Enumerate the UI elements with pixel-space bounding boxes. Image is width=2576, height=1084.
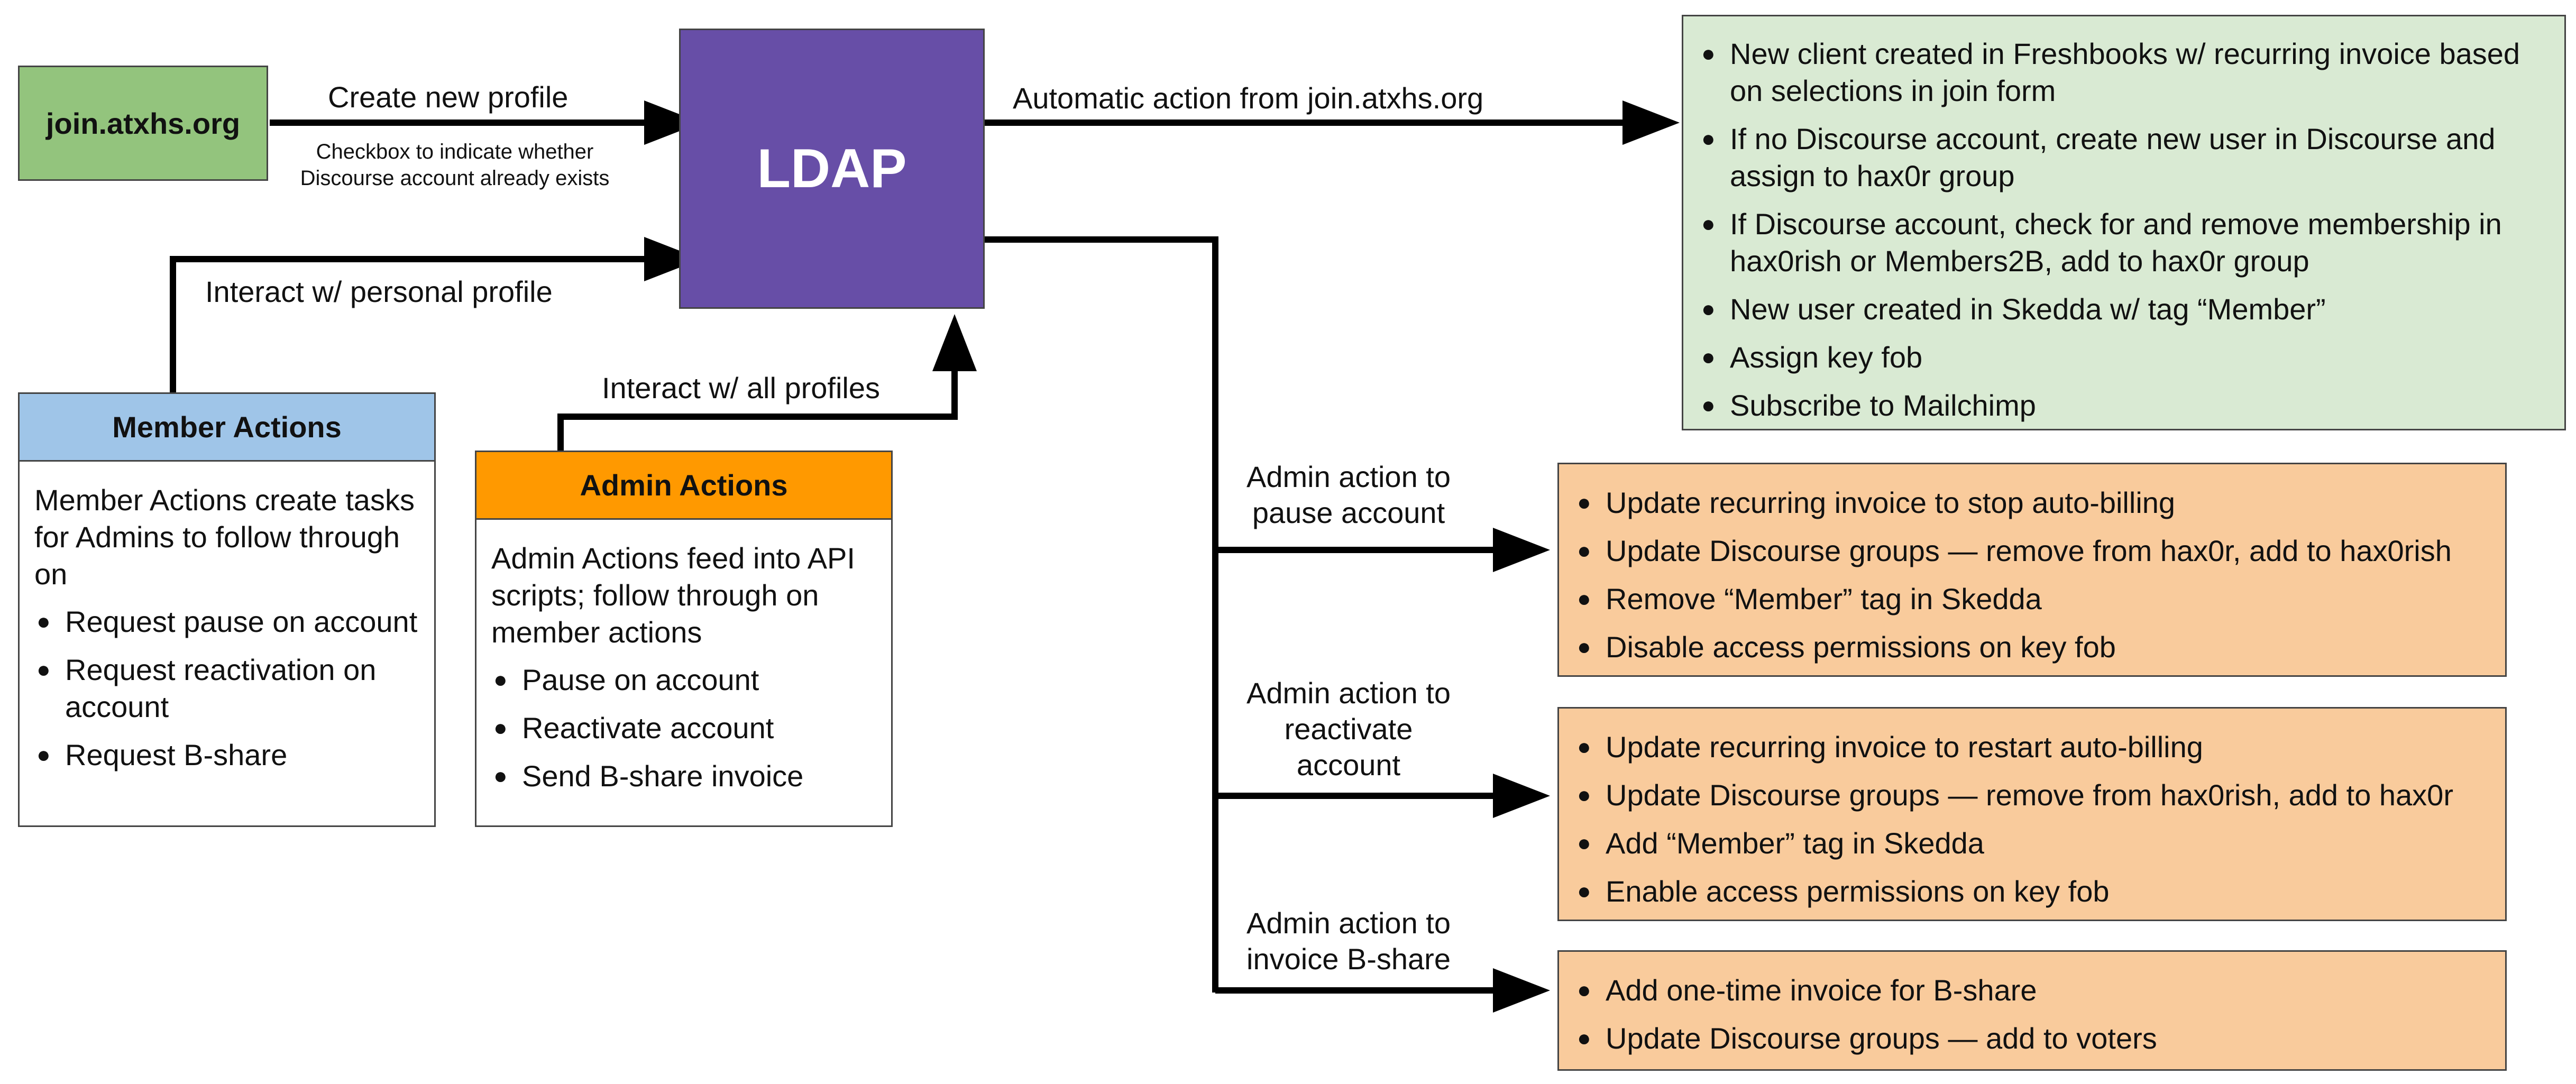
list-item: Add one-time invoice for B-share xyxy=(1575,972,2489,1009)
list-item: Update recurring invoice to restart auto… xyxy=(1575,729,2489,766)
list-item: Enable access permissions on key fob xyxy=(1575,873,2489,910)
list-item: Request pause on account xyxy=(34,603,419,640)
reactivate-results-node: Update recurring invoice to restart auto… xyxy=(1557,707,2507,921)
ldap-node: LDAP xyxy=(679,29,985,309)
admin-actions-header: Admin Actions xyxy=(476,452,891,520)
list-item: If Discourse account, check for and remo… xyxy=(1699,206,2549,280)
admin-actions-title: Admin Actions xyxy=(580,468,788,502)
list-item: Request B-share xyxy=(34,737,419,774)
admin-actions-node: Admin Actions Admin Actions feed into AP… xyxy=(475,451,893,827)
all-profiles-label: Interact w/ all profiles xyxy=(602,371,880,405)
bshare-label-line: invoice B-share xyxy=(1246,942,1451,976)
list-item: Add “Member” tag in Skedda xyxy=(1575,825,2489,862)
member-actions-intro: Member Actions create tasks for Admins t… xyxy=(34,483,415,591)
list-item: Update Discourse groups — remove from ha… xyxy=(1575,777,2489,814)
list-item: Subscribe to Mailchimp xyxy=(1699,387,2549,424)
list-item: Send B-share invoice xyxy=(491,758,876,795)
reactivate-label: Admin action to reactivate account xyxy=(1216,675,1481,783)
list-item: Pause on account xyxy=(491,662,876,699)
list-item: Request reactivation on account xyxy=(34,651,419,725)
reactivate-label-line: Admin action to xyxy=(1246,676,1451,710)
member-actions-node: Member Actions Member Actions create tas… xyxy=(18,392,436,827)
create-profile-note-line: Checkbox to indicate whether xyxy=(316,140,594,163)
list-item: If no Discourse account, create new user… xyxy=(1699,121,2549,195)
auto-results-node: New client created in Freshbooks w/ recu… xyxy=(1682,15,2566,430)
member-actions-title: Member Actions xyxy=(112,410,342,444)
bshare-results-node: Add one-time invoice for B-share Update … xyxy=(1557,950,2507,1071)
pause-label: Admin action to pause account xyxy=(1216,459,1481,531)
join-site-node: join.atxhs.org xyxy=(18,66,268,181)
admin-actions-intro: Admin Actions feed into API scripts; fol… xyxy=(491,541,855,649)
create-profile-note: Checkbox to indicate whether Discourse a… xyxy=(286,139,624,191)
personal-profile-label: Interact w/ personal profile xyxy=(205,275,553,308)
list-item: Remove “Member” tag in Skedda xyxy=(1575,581,2489,618)
ldap-label: LDAP xyxy=(757,137,907,199)
list-item: New client created in Freshbooks w/ recu… xyxy=(1699,35,2549,109)
reactivate-label-line: reactivate xyxy=(1284,712,1413,746)
list-item: Update Discourse groups — remove from ha… xyxy=(1575,532,2489,569)
member-actions-header: Member Actions xyxy=(20,394,434,462)
pause-label-line: pause account xyxy=(1252,496,1445,529)
list-item: New user created in Skedda w/ tag “Membe… xyxy=(1699,291,2549,328)
bshare-label: Admin action to invoice B-share xyxy=(1216,905,1481,977)
pause-label-line: Admin action to xyxy=(1246,460,1451,493)
list-item: Disable access permissions on key fob xyxy=(1575,629,2489,666)
list-item: Update Discourse groups — add to voters xyxy=(1575,1020,2489,1057)
list-item: Assign key fob xyxy=(1699,339,2549,376)
admin-trunk-line xyxy=(984,236,1218,993)
create-profile-note-line: Discourse account already exists xyxy=(300,167,610,190)
create-profile-label: Create new profile xyxy=(328,80,569,114)
pause-results-node: Update recurring invoice to stop auto-bi… xyxy=(1557,463,2507,677)
join-site-label: join.atxhs.org xyxy=(45,106,241,140)
all-profiles-arrow xyxy=(557,314,977,451)
personal-profile-arrow xyxy=(170,237,701,392)
automatic-action-label: Automatic action from join.atxhs.org xyxy=(1013,81,1484,115)
bshare-label-line: Admin action to xyxy=(1246,906,1451,940)
list-item: Reactivate account xyxy=(491,710,876,747)
reactivate-label-line: account xyxy=(1296,748,1401,782)
list-item: Update recurring invoice to stop auto-bi… xyxy=(1575,484,2489,521)
